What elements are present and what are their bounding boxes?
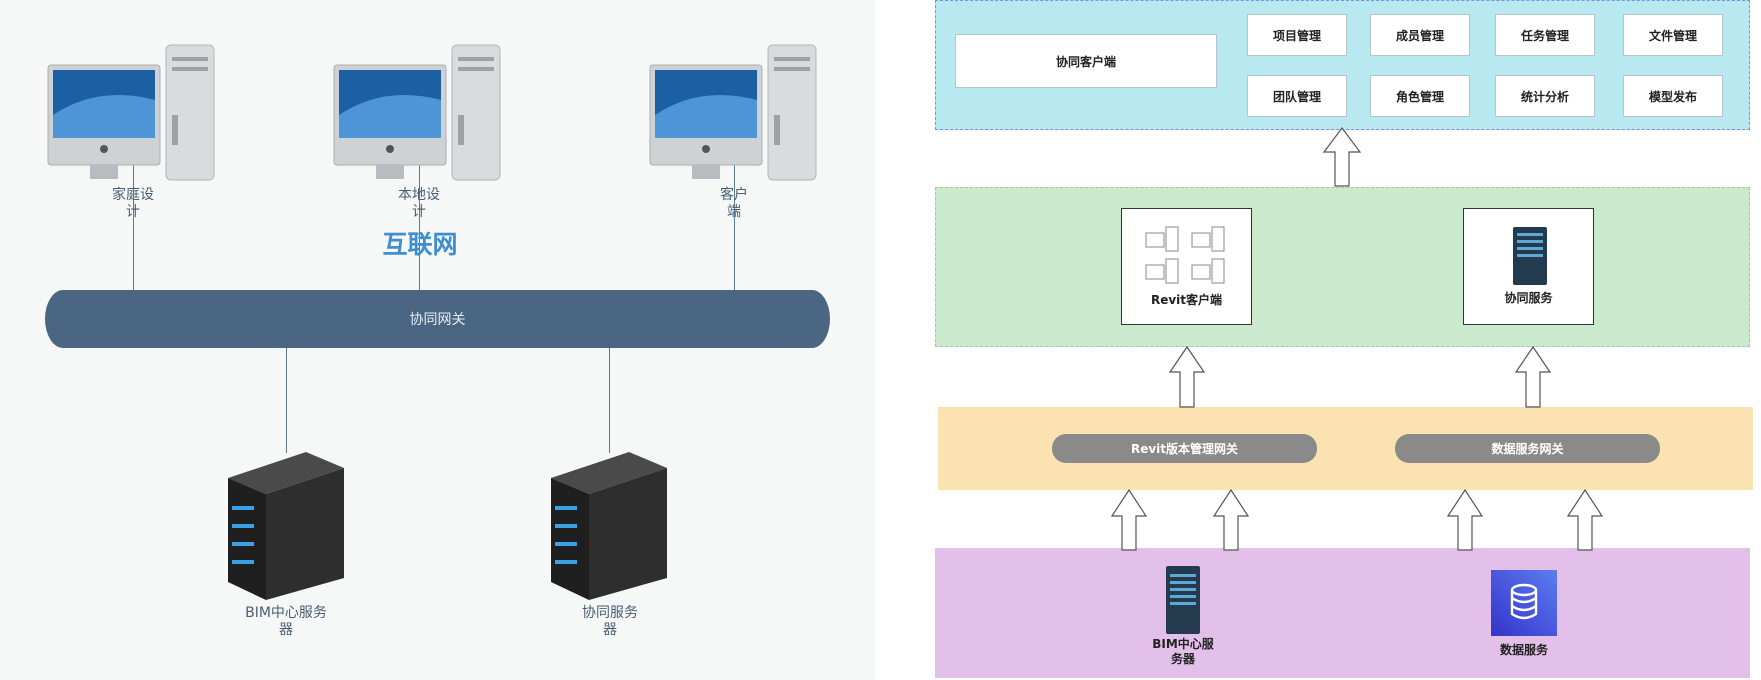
server-rack-icon bbox=[1513, 227, 1547, 285]
collab-service-box: 协同服务 bbox=[1463, 208, 1594, 325]
connector-line bbox=[419, 150, 420, 290]
connector-line bbox=[286, 348, 287, 453]
connector-line bbox=[609, 348, 610, 453]
collab-client-label: 协同客户端 bbox=[1055, 54, 1116, 69]
revit-version-gateway-label: Revit版本管理网关 bbox=[1130, 442, 1239, 456]
module-label: 团队管理 bbox=[1272, 89, 1321, 104]
up-arrow-icon bbox=[1566, 488, 1604, 551]
revit-version-gateway: Revit版本管理网关 bbox=[1052, 434, 1317, 463]
module-label: 统计分析 bbox=[1520, 89, 1569, 104]
computer-group-icon bbox=[1145, 226, 1225, 284]
up-arrow-icon bbox=[1446, 488, 1484, 551]
server-tower-icon bbox=[551, 452, 667, 600]
data-service-label: 数据服务 bbox=[1499, 643, 1548, 657]
server-rack-icon bbox=[1166, 566, 1200, 634]
connector-line bbox=[734, 150, 735, 290]
module-member-management: 成员管理 bbox=[1370, 14, 1470, 56]
revit-client-box: Revit客户端 bbox=[1121, 208, 1252, 325]
module-task-management: 任务管理 bbox=[1495, 14, 1595, 56]
module-team-management: 团队管理 bbox=[1247, 75, 1347, 117]
server-label-collab: 协同服务 器 bbox=[582, 605, 638, 638]
computer-label-home: 家庭设 计 bbox=[112, 187, 154, 220]
database-icon bbox=[1491, 570, 1557, 636]
data-service-gateway: 数据服务网关 bbox=[1395, 434, 1660, 463]
collab-service-label: 协同服务 bbox=[1504, 291, 1553, 305]
bim-center-server-label: BIM中心服 务器 bbox=[1152, 637, 1214, 666]
module-label: 成员管理 bbox=[1395, 28, 1444, 43]
up-arrow-icon bbox=[1168, 345, 1206, 408]
up-arrow-icon bbox=[1322, 127, 1362, 187]
up-arrow-icon bbox=[1212, 488, 1250, 551]
service-layer bbox=[935, 187, 1750, 347]
desktop-computer-icon bbox=[47, 44, 215, 181]
up-arrow-icon bbox=[1110, 488, 1148, 551]
desktop-computer-icon bbox=[649, 44, 817, 181]
computer-label-client: 客户 端 bbox=[720, 187, 748, 220]
module-statistics: 统计分析 bbox=[1495, 75, 1595, 117]
module-label: 模型发布 bbox=[1648, 89, 1697, 104]
module-model-publish: 模型发布 bbox=[1623, 75, 1723, 117]
module-role-management: 角色管理 bbox=[1370, 75, 1470, 117]
collab-gateway-label: 协同网关 bbox=[409, 312, 466, 328]
network-topology-panel: 家庭设 计 本地设 计 客户 端 互联网 协同网关 BIM中心服务 器 协同服务… bbox=[0, 0, 875, 680]
module-label: 文件管理 bbox=[1648, 28, 1697, 43]
computer-label-local: 本地设 计 bbox=[398, 187, 440, 220]
internet-label: 互联网 bbox=[382, 230, 458, 259]
module-label: 角色管理 bbox=[1395, 89, 1444, 104]
desktop-computer-icon bbox=[333, 44, 501, 181]
connector-line bbox=[133, 150, 134, 290]
data-layer bbox=[935, 548, 1750, 678]
module-project-management: 项目管理 bbox=[1247, 14, 1347, 56]
up-arrow-icon bbox=[1514, 345, 1552, 408]
revit-client-label: Revit客户端 bbox=[1150, 293, 1223, 307]
module-file-management: 文件管理 bbox=[1623, 14, 1723, 56]
collab-gateway-bus: 协同网关 bbox=[45, 290, 830, 348]
data-service-gateway-label: 数据服务网关 bbox=[1491, 442, 1564, 456]
collab-client-box: 协同客户端 bbox=[955, 34, 1217, 88]
module-label: 项目管理 bbox=[1272, 28, 1321, 43]
server-label-bim: BIM中心服务 器 bbox=[245, 605, 327, 638]
server-tower-icon bbox=[228, 452, 344, 600]
module-label: 任务管理 bbox=[1520, 28, 1569, 43]
